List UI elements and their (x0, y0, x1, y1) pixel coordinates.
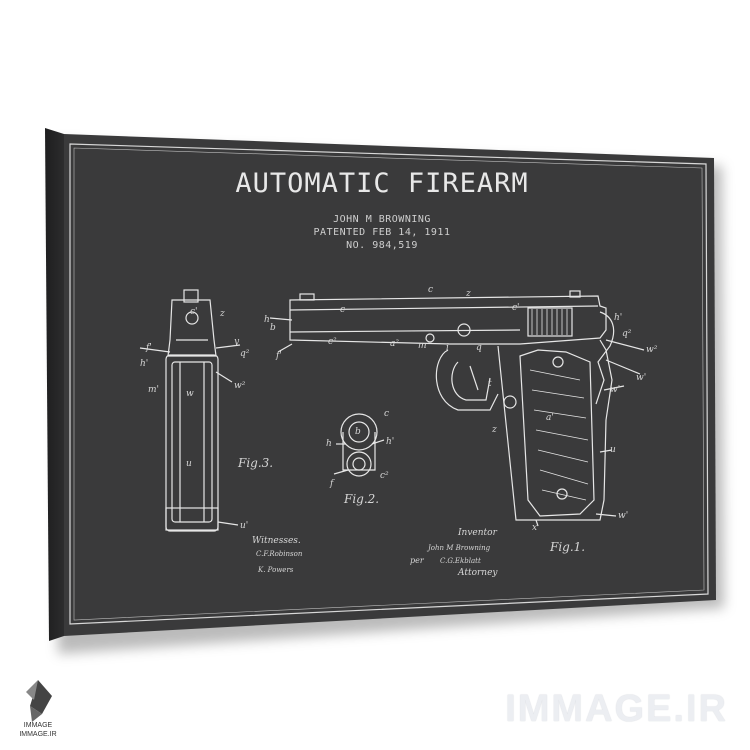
witness-1: C.F.Robinson (256, 550, 303, 558)
fig3-drawing (139, 289, 241, 532)
svg-text:h': h' (386, 437, 394, 447)
svg-text:m': m' (148, 385, 159, 395)
svg-text:y: y (233, 337, 240, 347)
svg-text:c²: c² (380, 471, 389, 481)
svg-text:h: h (326, 439, 332, 449)
fig2-label: Fig.2. (344, 492, 380, 506)
svg-text:f': f' (275, 351, 282, 361)
svg-text:c': c' (190, 307, 198, 317)
svg-text:w²: w² (234, 381, 246, 391)
canvas-front (64, 134, 716, 636)
svg-text:f': f' (145, 343, 152, 353)
patent-date: PATENTED FEB 14, 1911 (313, 227, 451, 238)
logo-text-2: IMMAGE.IR (19, 731, 57, 738)
watermark-text: IMMAGE.IR (505, 688, 728, 730)
blueprint-drawing (139, 289, 645, 532)
svg-text:z: z (219, 309, 225, 319)
poster-title: AUTOMATIC FIREARM (235, 168, 529, 199)
fig1-label: Fig.1. (550, 540, 586, 554)
svg-text:c': c' (512, 303, 520, 313)
svg-text:q: q (476, 343, 482, 353)
svg-text:z: z (465, 289, 471, 299)
svg-text:a': a' (546, 413, 554, 423)
canvas-side (45, 128, 64, 641)
border-inner (73, 147, 705, 621)
svg-text:z: z (491, 425, 497, 435)
svg-text:u: u (186, 459, 192, 469)
svg-text:q²: q² (622, 329, 632, 339)
svg-text:h': h' (614, 313, 622, 323)
svg-text:u': u' (240, 521, 248, 531)
svg-text:i: i (446, 343, 449, 353)
per-label: per (410, 556, 424, 565)
svg-text:b: b (270, 323, 276, 333)
attorney-label: Attorney (458, 568, 498, 578)
svg-text:w²: w² (646, 345, 658, 355)
svg-text:h': h' (140, 359, 148, 369)
logo-text-1: IMMAGE (23, 722, 53, 729)
fig3-label: Fig.3. (238, 456, 274, 470)
svg-text:c: c (340, 305, 345, 315)
witness-2: K. Powers (258, 566, 294, 574)
svg-text:t: t (488, 379, 492, 389)
border-outer (69, 143, 709, 625)
svg-text:a²: a² (390, 339, 399, 349)
witnesses-label: Witnesses. (252, 536, 301, 546)
inventor-signature: John M Browning (428, 544, 491, 552)
svg-text:h: h (264, 315, 270, 325)
svg-text:m: m (418, 341, 427, 351)
svg-text:q²: q² (240, 349, 250, 359)
svg-text:u: u (610, 445, 616, 455)
svg-text:w': w' (618, 511, 628, 521)
fig2-drawing (333, 413, 385, 477)
svg-text:x: x (532, 523, 537, 533)
attorney-signature: C.G.Ekblatt (440, 557, 481, 565)
svg-text:w': w' (636, 373, 646, 383)
svg-text:b: b (355, 427, 361, 437)
svg-text:w: w (186, 389, 194, 399)
svg-text:f: f (329, 479, 335, 489)
logo-icon (26, 680, 52, 722)
svg-text:c: c (428, 285, 433, 295)
patent-number: NO. 984,519 (346, 240, 418, 251)
fig1-drawing (269, 290, 645, 527)
inventor-label: Inventor (458, 528, 497, 538)
svg-text:c: c (384, 409, 389, 419)
svg-text:w': w' (610, 385, 620, 395)
svg-text:c²: c² (328, 337, 337, 347)
inventor-name: JOHN M BROWNING (333, 214, 431, 225)
